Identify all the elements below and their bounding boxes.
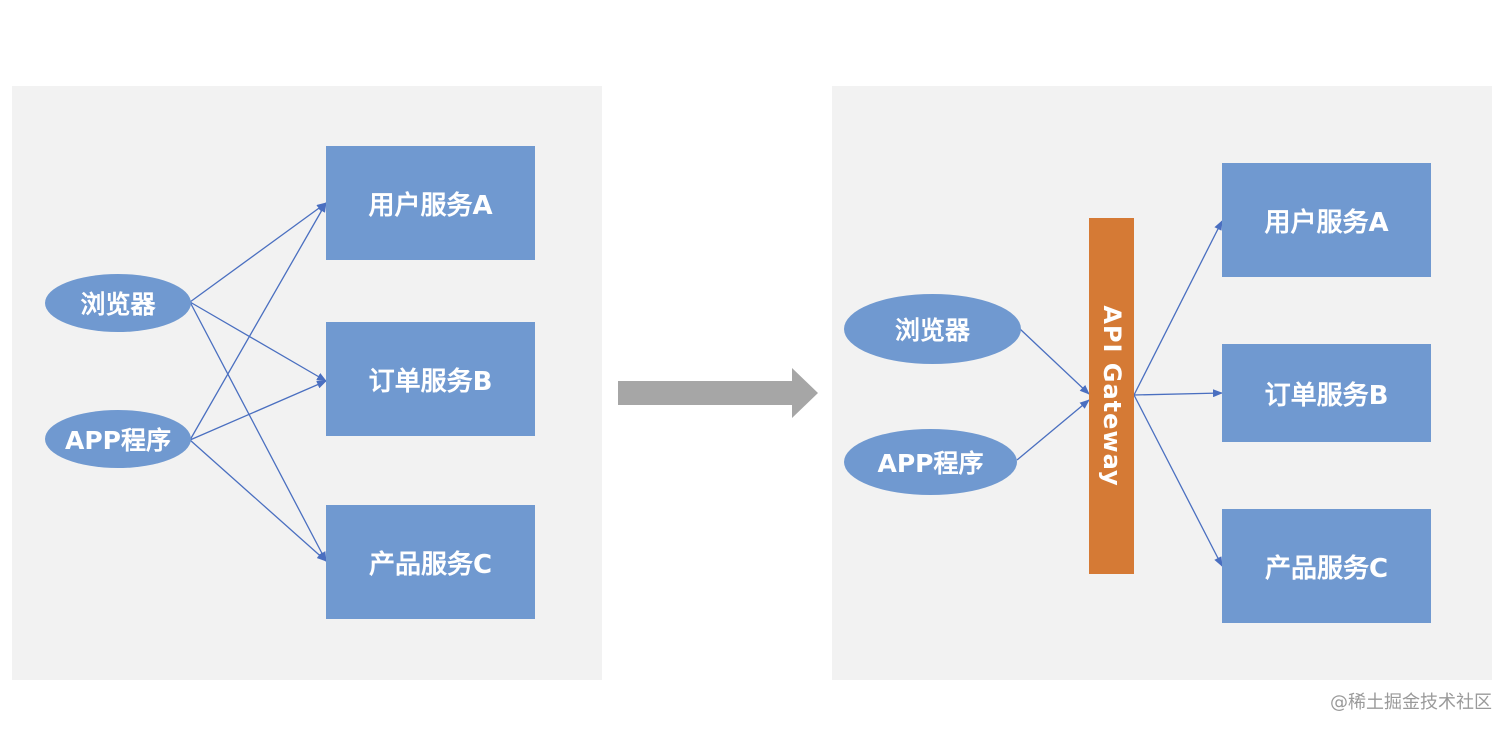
left-client-app-label: APP程序 [65, 426, 171, 455]
edge-right-app-to-gateway [1016, 399, 1090, 461]
edge-left-browser-to-order-service [189, 301, 327, 382]
edge-left-app-to-user-service [189, 202, 327, 441]
transition-arrow [618, 368, 818, 418]
left-service-user: 用户服务A [326, 146, 535, 260]
left-service-order: 订单服务B [326, 322, 535, 436]
edge-gateway-to-order-service [1133, 389, 1223, 398]
edge-left-browser-to-product-service [189, 301, 327, 562]
left-service-order-label: 订单服务B [368, 366, 493, 397]
left-client-browser: 浏览器 [45, 274, 191, 332]
api-gateway-label: API Gateway [1097, 305, 1126, 487]
right-client-browser: 浏览器 [844, 294, 1021, 364]
api-gateway: API Gateway [1089, 218, 1134, 574]
edge-left-app-to-product-service [189, 439, 327, 562]
edge-gateway-to-user-service [1133, 220, 1223, 396]
edge-left-app-to-order-service [189, 380, 327, 441]
left-client-browser-label: 浏览器 [80, 290, 156, 319]
edge-gateway-to-product-service [1133, 394, 1223, 567]
right-service-order: 订单服务B [1222, 344, 1431, 442]
right-service-user: 用户服务A [1222, 163, 1431, 277]
left-service-product: 产品服务C [326, 505, 535, 619]
right-client-browser-label: 浏览器 [894, 316, 970, 345]
watermark: @稀土掘金技术社区 [1330, 692, 1492, 713]
edge-right-browser-to-gateway [1019, 328, 1090, 395]
right-service-order-label: 订单服务B [1264, 380, 1389, 411]
left-service-user-label: 用户服务A [368, 190, 493, 221]
edge-left-browser-to-user-service [189, 202, 327, 303]
right-service-product-label: 产品服务C [1264, 553, 1389, 584]
left-client-app: APP程序 [45, 410, 191, 468]
right-service-user-label: 用户服务A [1264, 207, 1389, 238]
right-client-app-label: APP程序 [877, 449, 984, 478]
right-client-app: APP程序 [844, 429, 1017, 495]
right-service-product: 产品服务C [1222, 509, 1431, 623]
left-service-product-label: 产品服务C [368, 549, 493, 580]
